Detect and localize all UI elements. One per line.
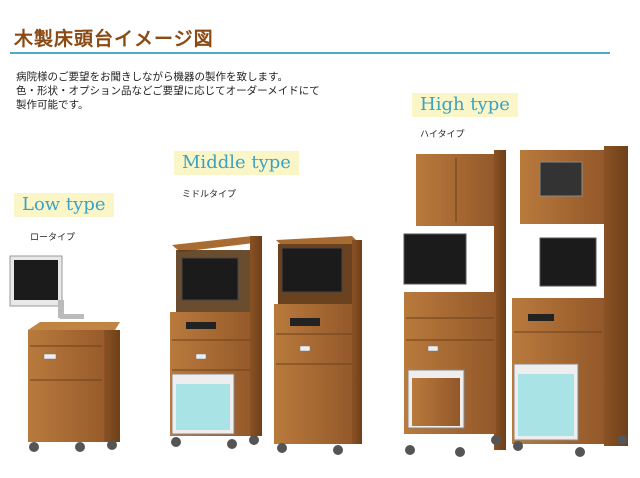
high-b-fridge <box>518 374 574 436</box>
middle-type-sublabel: ミドルタイプ <box>182 190 237 200</box>
low-type-label: Low type <box>14 193 114 217</box>
description: 病院様のご要望をお聞きしながら機器の製作を致します。 色・形状・オプション品など… <box>16 70 320 112</box>
high-a-monitor <box>403 233 467 285</box>
middle-a-monitor <box>181 257 239 301</box>
title-divider <box>10 52 610 54</box>
low-monitor-screen <box>14 260 58 300</box>
description-line-2: 色・形状・オプション品などご要望に応じてオーダーメイドにて <box>16 85 320 97</box>
high-b-monitor <box>539 237 597 287</box>
low-body <box>28 330 114 442</box>
page-title: 木製床頭台イメージ図 <box>14 28 214 50</box>
low-top <box>28 322 120 330</box>
description-line-3: 製作可能です。 <box>16 99 89 111</box>
middle-a-fridge <box>176 384 230 430</box>
high-type-cabinet-a <box>403 150 506 457</box>
middle-type-label: Middle type <box>174 151 299 175</box>
high-type-sublabel: ハイタイプ <box>420 130 465 140</box>
middle-b-monitor <box>281 247 343 293</box>
low-monitor-arm <box>58 300 64 318</box>
high-b-top-screen <box>539 161 583 197</box>
low-type-sublabel: ロータイプ <box>30 233 76 243</box>
description-line-1: 病院様のご要望をお聞きしながら機器の製作を致します。 <box>16 71 288 83</box>
high-type-cabinet-b <box>512 146 628 457</box>
high-type-label: High type <box>412 93 518 117</box>
low-wheel <box>29 442 39 452</box>
middle-b-body <box>274 304 354 444</box>
low-type-cabinet <box>9 255 120 452</box>
middle-type-cabinet-a <box>170 236 262 449</box>
middle-type-cabinet-b <box>274 236 362 455</box>
